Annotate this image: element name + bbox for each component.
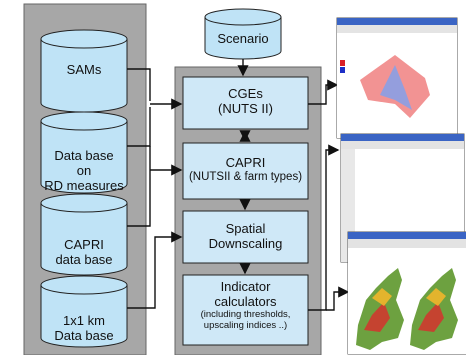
indicator-calculators-label: Indicator calculators (including thresho… (183, 279, 308, 331)
indicator-calculators-box (182, 274, 309, 346)
sams-connector (127, 68, 151, 101)
cge-title: CGEs (228, 86, 263, 101)
indicator-map-arrow (326, 286, 350, 311)
spatial-subtitle: Downscaling (208, 236, 283, 251)
cge-subtitle: (NUTS II) (218, 101, 273, 116)
map-window (347, 231, 466, 355)
radar-chart-window (336, 17, 458, 139)
input-connectors (127, 59, 350, 311)
capri-subtitle: (NUTSII & farm types) (188, 171, 303, 183)
capri-db-connector (127, 170, 151, 227)
rd-measures-cylinder (40, 111, 128, 194)
scenario-label: Scenario (217, 31, 269, 46)
rd-measures-label: Data base on RD measures (44, 148, 124, 193)
capri-database-label: CAPRI data base (55, 237, 113, 267)
indicator-title: Indicator calculators (214, 279, 277, 309)
sams-label: SAMs (66, 62, 102, 77)
capri-label: CAPRI (NUTSII & farm types) (183, 155, 308, 185)
cge-box (182, 76, 309, 130)
scenario-cylinder (204, 8, 282, 60)
1km-database-cylinder (40, 275, 128, 348)
spatial-downscaling-label: Spatial Downscaling (183, 221, 308, 251)
capri-title: CAPRI (225, 155, 266, 170)
cge-output-arrow (308, 79, 339, 105)
indicator-subtitle: (including thresholds, upscaling indices… (200, 309, 291, 331)
radar-area-2 (380, 65, 412, 110)
1km-database-label: 1x1 km Data base (54, 313, 114, 343)
spatial-downscaling-box (182, 210, 309, 264)
cge-label: CGEs (NUTS II) (183, 86, 308, 116)
capri-database-cylinder (40, 193, 128, 276)
1km-connector (127, 231, 183, 309)
spatial-title: Spatial (225, 221, 266, 236)
indicator-table-arrow (308, 144, 340, 311)
